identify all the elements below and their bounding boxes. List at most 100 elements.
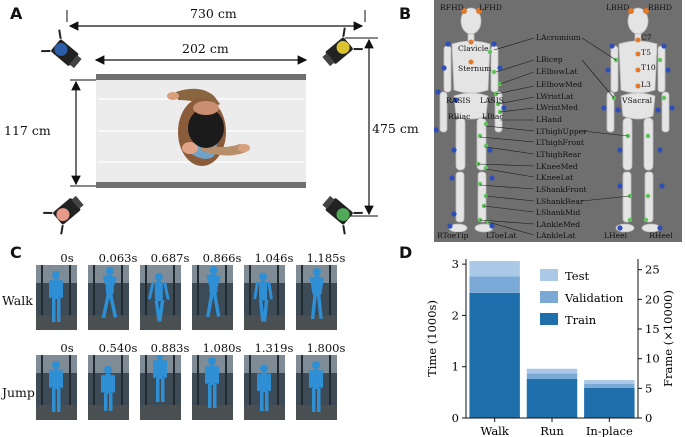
y2-tick-label: 25 [645,263,660,277]
walk-row-label: Walk [2,293,33,308]
skeleton-svg [434,7,675,236]
panel-letter-d: D [399,243,413,262]
camera-lens-3 [56,208,70,222]
marker-label-lelbowmed: LElbowMed [536,80,583,89]
marker-label-t10: T10 [641,63,656,72]
y-tick-label: 3 [452,257,459,271]
camera-lens-4 [336,208,350,222]
camera-icon-bottom-left [43,195,84,235]
marker-label-lshankmid: LShankMid [536,208,581,217]
marker-label-lthighfront: LThighFront [536,138,584,147]
x-tick-label: Run [540,424,564,437]
marker-label-lfhd: LFHD [479,3,503,12]
walk-frame-thumbnail [36,265,77,330]
marker-label-rheel: RHeel [649,231,673,240]
outer-width-label: 730 cm [190,6,237,21]
panel-letter-a: A [10,4,23,23]
treadmill-rail-bottom [96,182,306,188]
jump-frame-thumbnail [192,355,233,420]
legend-swatch-validation [540,291,558,303]
y2-tick-label: 20 [645,292,660,306]
bar-train-in-place [584,387,635,418]
legend-swatch-train [540,313,558,325]
walk-time-4: 0.866s [202,251,242,265]
y-tick-label: 2 [452,308,459,322]
treadmill-rail-top [96,74,306,80]
capture-layout-panel: 730 cm 202 cm 117 cm 475 cm [0,0,419,240]
marker-label-rtoetip: RToeTip [437,231,469,240]
jump-time-5: 1.319s [254,341,294,355]
camera-lens-2 [336,40,350,54]
legend-swatch-test [540,269,558,281]
marker-label-lheel: LHeel [604,231,628,240]
marker-label-lkneemed: LKneeMed [536,162,578,171]
marker-label-ltoelat: LToeLat [486,231,517,240]
marker-label-lshankfront: LShankFront [536,185,587,194]
walk-frame-svg [192,265,233,330]
jump-row-label: Jump [2,385,35,400]
marker-label-t5: T5 [641,48,651,57]
panel-letter-c: C [10,243,22,262]
capture-layout-svg [41,10,378,235]
y-tick-label: 1 [452,360,459,374]
bar-validation-walk [469,276,520,293]
walk-frame-thumbnail [140,265,181,330]
marker-label-lhand: LHand [536,115,562,124]
marker-label-lwristmed: LWristMed [536,103,578,112]
y2-tick-label: 10 [645,352,660,366]
legend-label-train: Train [565,313,597,327]
jump-frame-svg [244,355,285,420]
marker-label-sternum: Sternum [458,64,492,73]
jump-frame-svg [36,355,77,420]
jump-frame-thumbnail [296,355,337,420]
skeleton-marker-figure: RFHD LFHD LBHD RBHD Clavicle Sternum RAS… [434,0,682,242]
bar-train-walk [469,292,520,418]
jump-time-4: 1.080s [202,341,242,355]
marker-label-rasis: RASIS [446,96,471,105]
walk-frame-svg [244,265,285,330]
marker-label-rfhd: RFHD [440,3,464,12]
y2-tick-label: 15 [645,322,660,336]
camera-lens-1 [54,42,68,56]
marker-label-lthighrear: LThighRear [536,150,581,159]
jump-frame-thumbnail [88,355,129,420]
jump-time-1: 0s [60,341,74,355]
camera-icon-top-left [41,29,82,69]
camera-icon-bottom-right [322,195,363,235]
walk-frame-thumbnail [192,265,233,330]
bar-test-run [526,368,578,374]
marker-label-lwristlat: LWristLat [536,92,574,101]
jump-frame-svg [88,355,129,420]
walk-frame-thumbnail [296,265,337,330]
blue-markers [434,41,675,231]
walk-frame-thumbnail [88,265,129,330]
camera-icon-top-right [322,27,363,67]
jump-frame-svg [296,355,337,420]
marker-label-c7: C7 [641,33,652,42]
marker-label-lanklelat: LAnkleLat [536,231,576,240]
bar-train-run [526,379,578,418]
walk-time-5: 1.046s [254,251,294,265]
marker-label-lelbowlat: LElbowLat [536,67,578,76]
legend-label-validation: Validation [564,291,624,305]
jump-time-3: 0.883s [150,341,190,355]
walk-time-1: 0s [60,251,74,265]
label-leader-lines [477,37,631,236]
bar-test-walk [469,261,520,277]
marker-label-vsacral: VSacral [622,96,653,105]
marker-label-rbhd: RBHD [648,3,673,12]
marker-label-liliac: LIliac [482,112,504,121]
bar-test-in-place [584,380,635,384]
marker-label-lanklemed: LAnkleMed [536,220,581,229]
x-tick-label: Walk [481,424,510,437]
walk-frame-thumbnail [244,265,285,330]
legend-label-test: Test [565,269,589,283]
marker-label-lkneelat: LKneeLat [536,173,574,182]
motion-sequences-panel: Walk Jump 0s 0.063s 0.687s 0.866s 1.046s… [0,245,400,437]
y2-axis-label: Frame (×10000) [661,290,675,387]
walk-frame-svg [88,265,129,330]
marker-label-lasis: LASIS [480,96,504,105]
head-markers [461,8,649,89]
